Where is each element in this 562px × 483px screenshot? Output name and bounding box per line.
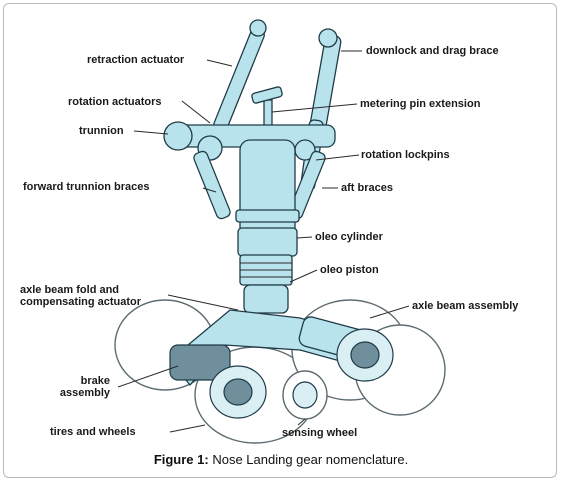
label-axle-beam-assembly: axle beam assembly bbox=[412, 300, 519, 312]
retraction-actuator bbox=[213, 19, 267, 133]
label-forward-trunnion-braces: forward trunnion braces bbox=[23, 181, 150, 193]
label-sensing-wheel: sensing wheel bbox=[282, 427, 358, 439]
label-retraction-actuator: retraction actuator bbox=[87, 54, 185, 66]
brake-assembly bbox=[169, 328, 394, 419]
label-aft-braces: aft braces bbox=[341, 182, 393, 194]
label-rotation-lockpins: rotation lockpins bbox=[361, 149, 450, 161]
caption-text: Nose Landing gear nomenclature. bbox=[208, 452, 409, 467]
oleo-cylinder bbox=[235, 139, 300, 257]
label-oleo-piston: oleo piston bbox=[320, 264, 379, 276]
label-tires-and-wheels: tires and wheels bbox=[50, 426, 136, 438]
label-downlock-drag-brace: downlock and drag brace bbox=[366, 45, 499, 57]
trunnion bbox=[163, 121, 336, 161]
metering-pin-extension bbox=[251, 86, 283, 129]
label-axle-beam-fold: axle beam fold and compensating actuator bbox=[20, 284, 142, 308]
caption-prefix: Figure 1: bbox=[153, 452, 209, 467]
label-brake-assembly: brake assembly bbox=[59, 375, 110, 399]
label-oleo-cylinder: oleo cylinder bbox=[315, 231, 383, 243]
oleo-piston bbox=[239, 254, 293, 314]
leader-lines bbox=[117, 50, 410, 433]
label-trunnion: trunnion bbox=[79, 125, 124, 137]
label-rotation-actuators: rotation actuators bbox=[68, 96, 162, 108]
label-metering-pin-extension: metering pin extension bbox=[360, 98, 481, 110]
figure-caption: Figure 1: Nose Landing gear nomenclature… bbox=[0, 452, 562, 467]
